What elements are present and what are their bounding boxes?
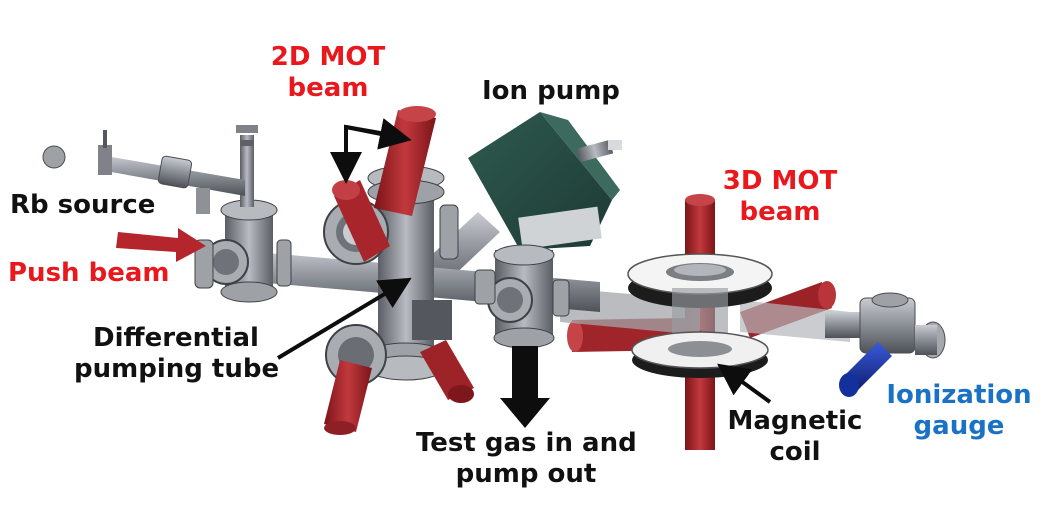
push-beam-arrow bbox=[116, 228, 206, 262]
ion-pump-label-text: Ion pump bbox=[482, 76, 620, 106]
mot2d-beam-right bbox=[420, 340, 474, 403]
ion-pump-label: Ion pump bbox=[482, 76, 620, 107]
ionization-gauge-label-line1: Ionization bbox=[886, 380, 1032, 410]
rb-source-label: Rb source bbox=[10, 190, 155, 221]
magnetic-coil-pointer bbox=[717, 363, 772, 404]
mot3d-label: 3D MOT beam bbox=[720, 166, 840, 228]
push-beam-label: Push beam bbox=[8, 258, 169, 289]
magnetic-coil-label-line1: Magnetic bbox=[727, 406, 863, 436]
mot2d-beam-top bbox=[374, 106, 436, 216]
test-gas-cross bbox=[474, 244, 570, 349]
magnetic-coil-label: Magnetic coil bbox=[724, 406, 866, 468]
mot3d-label-line1: 3D MOT bbox=[722, 166, 838, 196]
mot2d-beam-left bbox=[332, 180, 390, 262]
mot2d-label: 2D MOT beam bbox=[262, 42, 394, 104]
test-gas-arrow bbox=[500, 346, 550, 428]
magnetic-coil-label-line2: coil bbox=[769, 437, 821, 467]
push-beam-label-text: Push beam bbox=[8, 258, 170, 288]
diff-tube-label-line2: pumping tube bbox=[74, 354, 280, 384]
ionization-gauge-label-line2: gauge bbox=[913, 411, 1005, 441]
ionization-gauge-label: Ionization gauge bbox=[884, 380, 1034, 442]
mot3d-label-line2: beam bbox=[739, 197, 821, 227]
test-gas-label-line1: Test gas in and bbox=[416, 428, 637, 458]
ionization-gauge-assembly bbox=[825, 292, 946, 397]
mot2d-beam-bottom bbox=[324, 360, 372, 435]
diff-tube-label-line1: Differential bbox=[93, 323, 259, 353]
rb-source-assembly bbox=[42, 125, 292, 303]
ion-pump-body bbox=[468, 112, 622, 250]
diff-tube-label: Differential pumping tube bbox=[74, 323, 280, 385]
magnetic-coil-top bbox=[627, 253, 773, 308]
magnetic-coil-bottom bbox=[631, 331, 769, 378]
diff-tube-pointer bbox=[276, 277, 412, 360]
mot2d-label-line2: beam bbox=[287, 73, 369, 103]
mot2d-beam-pointer bbox=[330, 118, 412, 184]
mot2d-label-line1: 2D MOT bbox=[270, 42, 386, 72]
test-gas-label: Test gas in and pump out bbox=[416, 428, 637, 490]
rb-source-label-text: Rb source bbox=[10, 190, 156, 220]
test-gas-label-line2: pump out bbox=[455, 459, 597, 489]
